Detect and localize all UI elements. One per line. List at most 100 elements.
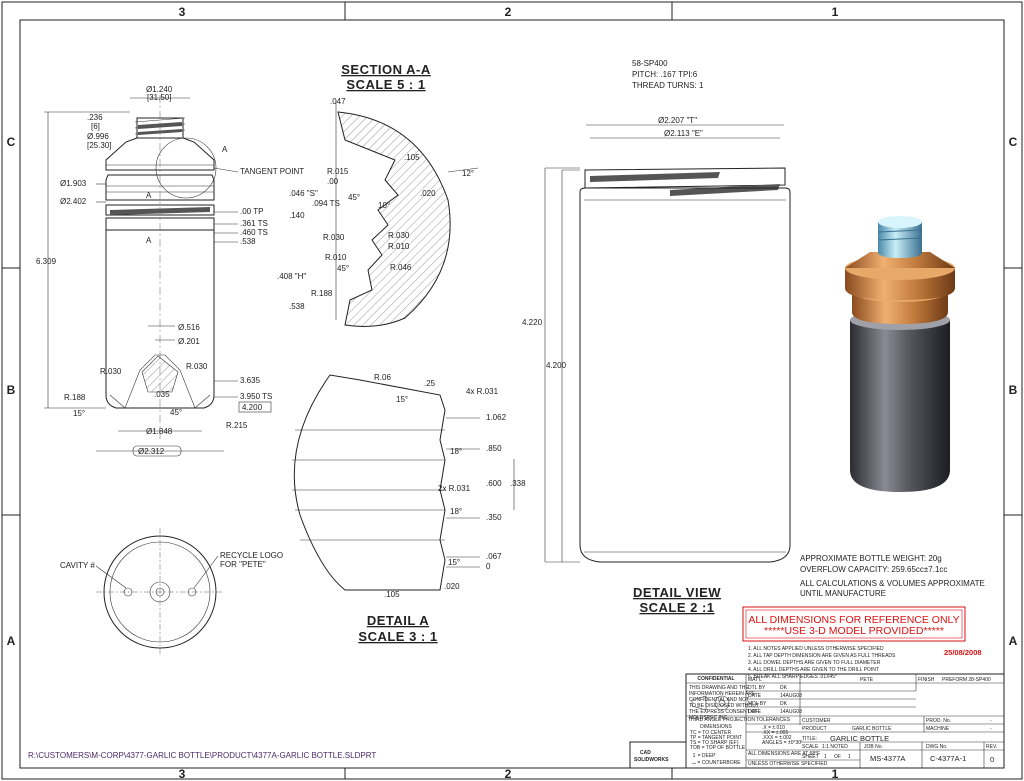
dim-aa-r030-b: R.030 [388, 231, 410, 240]
note-list-3: 3. ALL DOWEL DEPTHS ARE GIVEN TO FULL DI… [748, 660, 881, 666]
tb-prod-no: PROD. No. [926, 718, 951, 724]
file-path: R:\CUSTOMERS\M-CORP\4377-GARLIC BOTTLE\P… [28, 751, 376, 760]
dim-aa-105: .105 [404, 153, 420, 162]
dim-ts3950: 3.950 TS [240, 392, 272, 401]
tb-of-val: 1 [848, 754, 851, 760]
tb-scale-val: 1:1 NOTED [822, 744, 848, 750]
dim-2402: Ø2.402 [60, 197, 87, 206]
dim-r188: R.188 [64, 393, 86, 402]
ref-only-line-1: ALL DIMENSIONS FOR REFERENCE ONLY [748, 614, 959, 626]
section-aa-scale: SCALE 5 : 1 [346, 77, 425, 92]
tb-deep: ↧ = DEEP [692, 753, 716, 759]
tb-title-val: GARLIC BOTTLE [830, 734, 889, 743]
dim-da-600: .600 [486, 479, 502, 488]
dim-ts460: .460 TS [240, 228, 268, 237]
title-block: CONFIDENTIAL THIS DRAWING AND THE INFORM… [629, 673, 1005, 769]
detail-a-view: R.06 .25 4x R.031 15° 1.062 18° .850 2x … [292, 373, 526, 644]
section-mark-top: A [146, 191, 152, 200]
tb-rev: REV. [986, 744, 997, 750]
red-date: 25/08/2008 [944, 648, 982, 657]
dim-da-25: .25 [424, 379, 436, 388]
tb-of: OF [834, 754, 841, 760]
recycle-logo-label-2: FOR "PETE" [220, 560, 266, 569]
dim-da-067: .067 [486, 552, 502, 561]
tb-product-val: GARLIC BOTTLE [852, 726, 892, 732]
dim-neck-dia-mm: [31.50] [147, 93, 171, 102]
note-list-5: 5. BREAK ALL SHARP EDGES .01X45° [748, 674, 837, 680]
note-list-4: 4. ALL DRILL DEPTHS ARE GIVEN TO THE DRI… [748, 667, 879, 673]
tb-machine: MACHINE [926, 726, 950, 732]
tb-matl: MAT'L [748, 677, 762, 683]
tb-machine-val: - [990, 726, 992, 732]
dim-aa-45deg: 45° [348, 193, 360, 202]
dim-da-r031x4: 4x R.031 [466, 387, 499, 396]
dim-516: Ø.516 [178, 323, 200, 332]
dim-dv-4220: 4.220 [522, 318, 543, 327]
tb-tol-2: .XX = ±.005 [762, 730, 788, 736]
tb-date-2-val: 14AUG08 [780, 709, 802, 715]
note-calc-2: UNTIL MANUFACTURE [800, 589, 886, 598]
dim-236: .236 [87, 113, 103, 122]
tb-tol-4: ANGLES = ±0°30' [762, 740, 802, 746]
tb-dtl-by-val: DK [780, 685, 788, 691]
note-list-1: 1. ALL NOTES APPLIED UNLESS OTHERWISE SP… [748, 646, 884, 652]
dim-aa-10deg: 10° [378, 201, 390, 210]
tb-third-angle: THIRD ANGLE PROJECTION [688, 717, 755, 723]
tb-cad: CAD [640, 750, 651, 756]
zone-bottom-1: 1 [832, 767, 839, 781]
tb-rev-val: 0 [990, 755, 994, 764]
tb-tolerances: TOLERANCES [756, 717, 790, 723]
tb-sheet: SHEET [802, 754, 819, 760]
note-calc-1: ALL CALCULATIONS & VOLUMES APPROXIMATE [800, 579, 985, 588]
zone-left-b: B [7, 383, 16, 397]
dim-aa-r015: R.015 [327, 167, 349, 176]
dim-aa-140: .140 [289, 211, 305, 220]
dim-aa-r188: R.188 [311, 289, 333, 298]
dim-035: .035 [154, 390, 170, 399]
tb-unless: UNLESS OTHERWISE SPECIFIED [748, 761, 828, 767]
tb-dim-1: TC = TO CENTER [690, 730, 731, 736]
main-side-view: A A A Ø1.240 [31.50] .236 [6] Ø.996 [25.… [36, 85, 304, 457]
tb-date: DATE [748, 693, 762, 699]
tb-conf-1: THIS DRAWING AND THE [689, 685, 749, 691]
zone-right-c: C [1009, 135, 1018, 149]
tb-conf-6: MOLDSPEC INC. [689, 715, 728, 721]
dim-r030-right: R.030 [186, 362, 208, 371]
tb-dwg-no-val: C-4377A-1 [930, 754, 966, 763]
notes-area: APPROXIMATE BOTTLE WEIGHT: 20g OVERFLOW … [742, 554, 985, 680]
section-mark-bottom: A [146, 236, 152, 245]
dim-da-15deg-b: 15° [448, 558, 460, 567]
dim-aa-094ts: .094 TS [312, 199, 340, 208]
dim-neck-dia: Ø1.240 [146, 85, 173, 94]
tb-date-2: DATE [748, 709, 762, 715]
tb-dtl-by: DTL BY [748, 685, 766, 691]
zone-bottom-3: 3 [179, 767, 186, 781]
section-aa-title: SECTION A-A [341, 62, 431, 77]
dim-da-1062: 1.062 [486, 413, 507, 422]
tb-prod-no-val: - [990, 718, 992, 724]
dim-6309: 6.309 [36, 257, 57, 266]
detail-a-scale: SCALE 3 : 1 [358, 629, 437, 644]
section-aa-view: SECTION A-A SCALE 5 : 1 .047 R.015 .00 .… [277, 62, 479, 327]
note-overflow: OVERFLOW CAPACITY: 259.65cc±7.1cc [800, 565, 947, 574]
dim-2312: Ø2.312 [138, 447, 165, 456]
tb-matl-val: PETE [860, 677, 874, 683]
dim-201: Ø.201 [178, 337, 200, 346]
dim-538: .538 [240, 237, 256, 246]
tb-solidworks: SOLIDWORKS [634, 757, 669, 763]
dim-da-0: 0 [486, 562, 491, 571]
zone-left-a: A [7, 634, 16, 648]
dim-15deg: 15° [73, 409, 85, 418]
tb-scale: SCALE [802, 744, 819, 750]
detail-view-scale: SCALE 2 :1 [639, 600, 714, 615]
detail-a-title: DETAIL A [367, 613, 429, 628]
bottom-view: CAVITY # RECYCLE LOGO FOR "PETE" [60, 528, 283, 656]
dim-aa-408h: .408 "H" [277, 272, 306, 281]
dim-r215: R.215 [226, 421, 248, 430]
tb-job-no: JOB No. [864, 744, 883, 750]
dim-dv-2207: Ø2.207 "T" [658, 116, 697, 125]
dim-dv-4200: 4.200 [546, 361, 567, 370]
tb-title-label: TITLE: [802, 736, 817, 742]
tb-tol-1: .X = ±.010 [762, 725, 785, 731]
